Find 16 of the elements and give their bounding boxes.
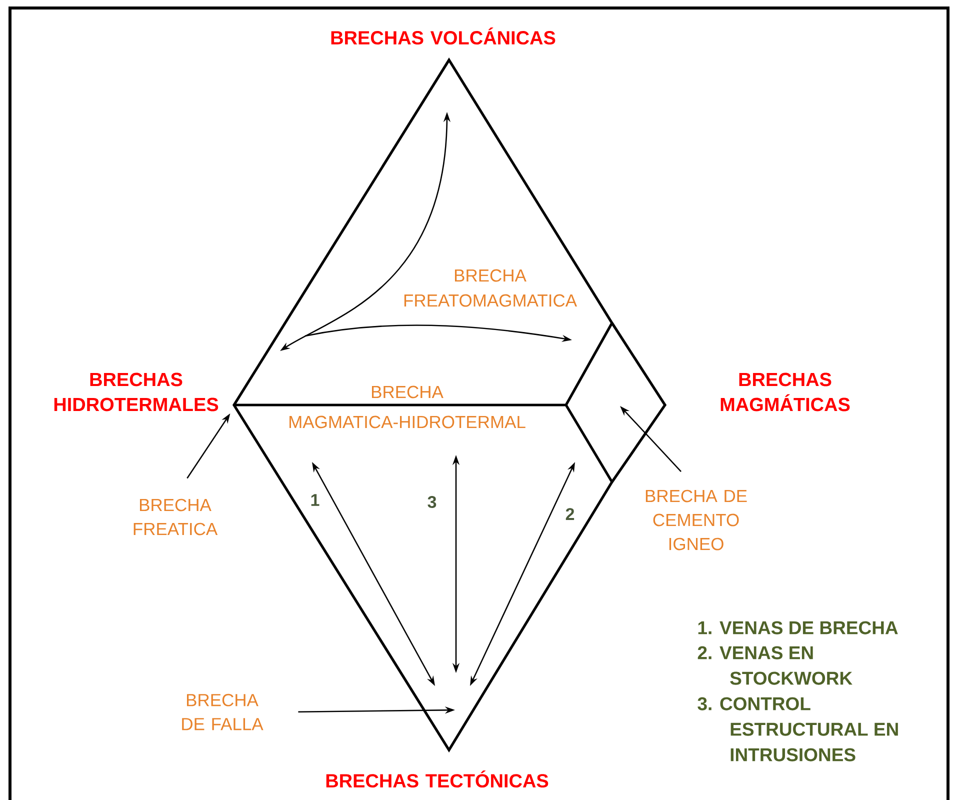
arrow-number: 1 — [311, 494, 320, 506]
category-label: BRECHAS HIDROTERMALES — [54, 372, 218, 412]
category-label: BRECHAS MAGMÁTICAS — [720, 372, 850, 412]
region-label: BRECHA FREATOMAGMATICA — [404, 269, 577, 307]
list-item: 2. VENAS EN STOCKWORK — [698, 646, 852, 685]
arrow-number: 2 — [566, 508, 574, 520]
category-label: BRECHAS TECTÓNICAS — [326, 770, 548, 788]
list-item: 3. CONTROL ESTRUCTURAL EN INTRUSIONES — [698, 697, 898, 762]
rock-type-label: BRECHA DE CEMENTO IGNEO — [646, 490, 747, 550]
list-item: 1. VENAS DE BRECHA — [698, 621, 898, 634]
arrow-number: 3 — [428, 496, 436, 508]
region-label: MAGMATICA-HIDROTERMAL — [290, 416, 526, 428]
category-label: BRECHAS VOLCÁNICAS — [331, 28, 556, 45]
region-label: BRECHA — [372, 386, 444, 398]
rock-type-label: BRECHA FREATICA — [134, 498, 218, 536]
rock-type-label: BRECHA DE FALLA — [182, 694, 264, 730]
